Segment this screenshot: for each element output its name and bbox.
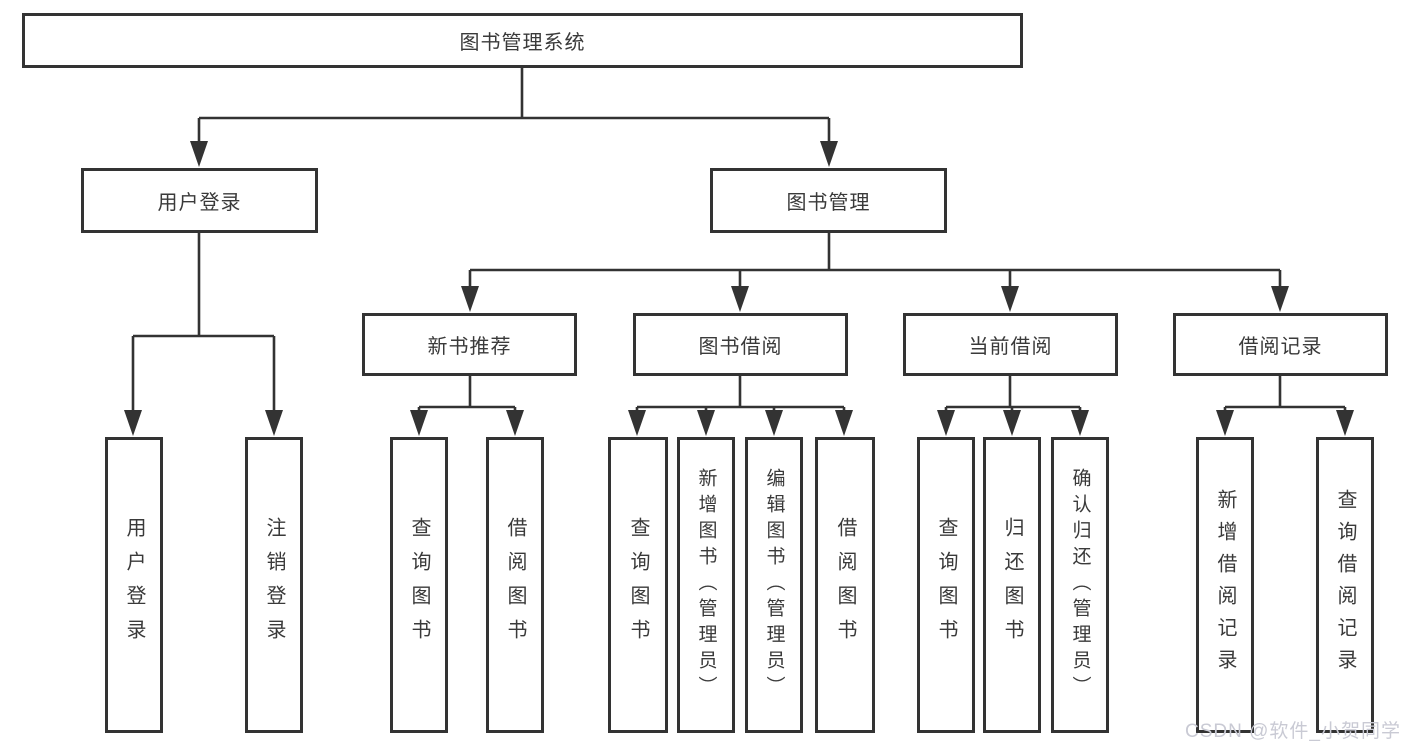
node-label: 注销登录 — [263, 517, 285, 653]
leaf-recommend-query-books: 查询图书 — [390, 437, 448, 733]
node-label: 编辑图书（管理员） — [763, 468, 785, 702]
node-label: 新增图书（管理员） — [695, 468, 717, 702]
node-label: 新增借阅记录 — [1214, 489, 1236, 681]
leaf-recommend-borrow-books: 借阅图书 — [486, 437, 544, 733]
leaf-edit-books-admin: 编辑图书（管理员） — [745, 437, 803, 733]
watermark: CSDN @软件_小贺同学 — [1185, 721, 1401, 742]
node-label: 图书借阅 — [698, 336, 783, 358]
node-label: 借阅图书 — [834, 517, 856, 653]
node-label: 图书管理 — [786, 192, 871, 214]
leaf-query-borrow-record: 查询借阅记录 — [1316, 437, 1374, 733]
node-label: 借阅记录 — [1238, 336, 1323, 358]
connector-paths — [131, 65, 1347, 414]
node-current-borrow: 当前借阅 — [903, 313, 1118, 376]
node-label: 归还图书 — [1001, 517, 1023, 653]
node-root-system: 图书管理系统 — [22, 13, 1023, 68]
node-label: 当前借阅 — [968, 336, 1053, 358]
node-label: 用户登录 — [123, 517, 145, 653]
node-label: 图书管理系统 — [459, 32, 586, 54]
node-label: 查询图书 — [627, 517, 649, 653]
leaf-current-query-books: 查询图书 — [917, 437, 975, 733]
leaf-borrow-query-books: 查询图书 — [608, 437, 668, 733]
arrowheads — [124, 141, 1354, 436]
node-label: 查询图书 — [935, 517, 957, 653]
leaf-confirm-return-admin: 确认归还（管理员） — [1051, 437, 1109, 733]
node-book-management: 图书管理 — [710, 168, 947, 233]
node-label: 查询借阅记录 — [1334, 489, 1356, 681]
node-label: 用户登录 — [157, 192, 242, 214]
leaf-return-books: 归还图书 — [983, 437, 1041, 733]
node-user-login: 用户登录 — [81, 168, 318, 233]
node-label: 借阅图书 — [504, 517, 526, 653]
node-book-borrow: 图书借阅 — [633, 313, 848, 376]
node-label: 新书推荐 — [427, 336, 512, 358]
node-new-book-recommend: 新书推荐 — [362, 313, 577, 376]
leaf-logout: 注销登录 — [245, 437, 303, 733]
leaf-add-borrow-record: 新增借阅记录 — [1196, 437, 1254, 733]
node-borrow-records: 借阅记录 — [1173, 313, 1388, 376]
leaf-add-books-admin: 新增图书（管理员） — [677, 437, 735, 733]
leaf-borrow-books: 借阅图书 — [815, 437, 875, 733]
leaf-user-login: 用户登录 — [105, 437, 163, 733]
node-label: 查询图书 — [408, 517, 430, 653]
node-label: 确认归还（管理员） — [1069, 468, 1091, 702]
